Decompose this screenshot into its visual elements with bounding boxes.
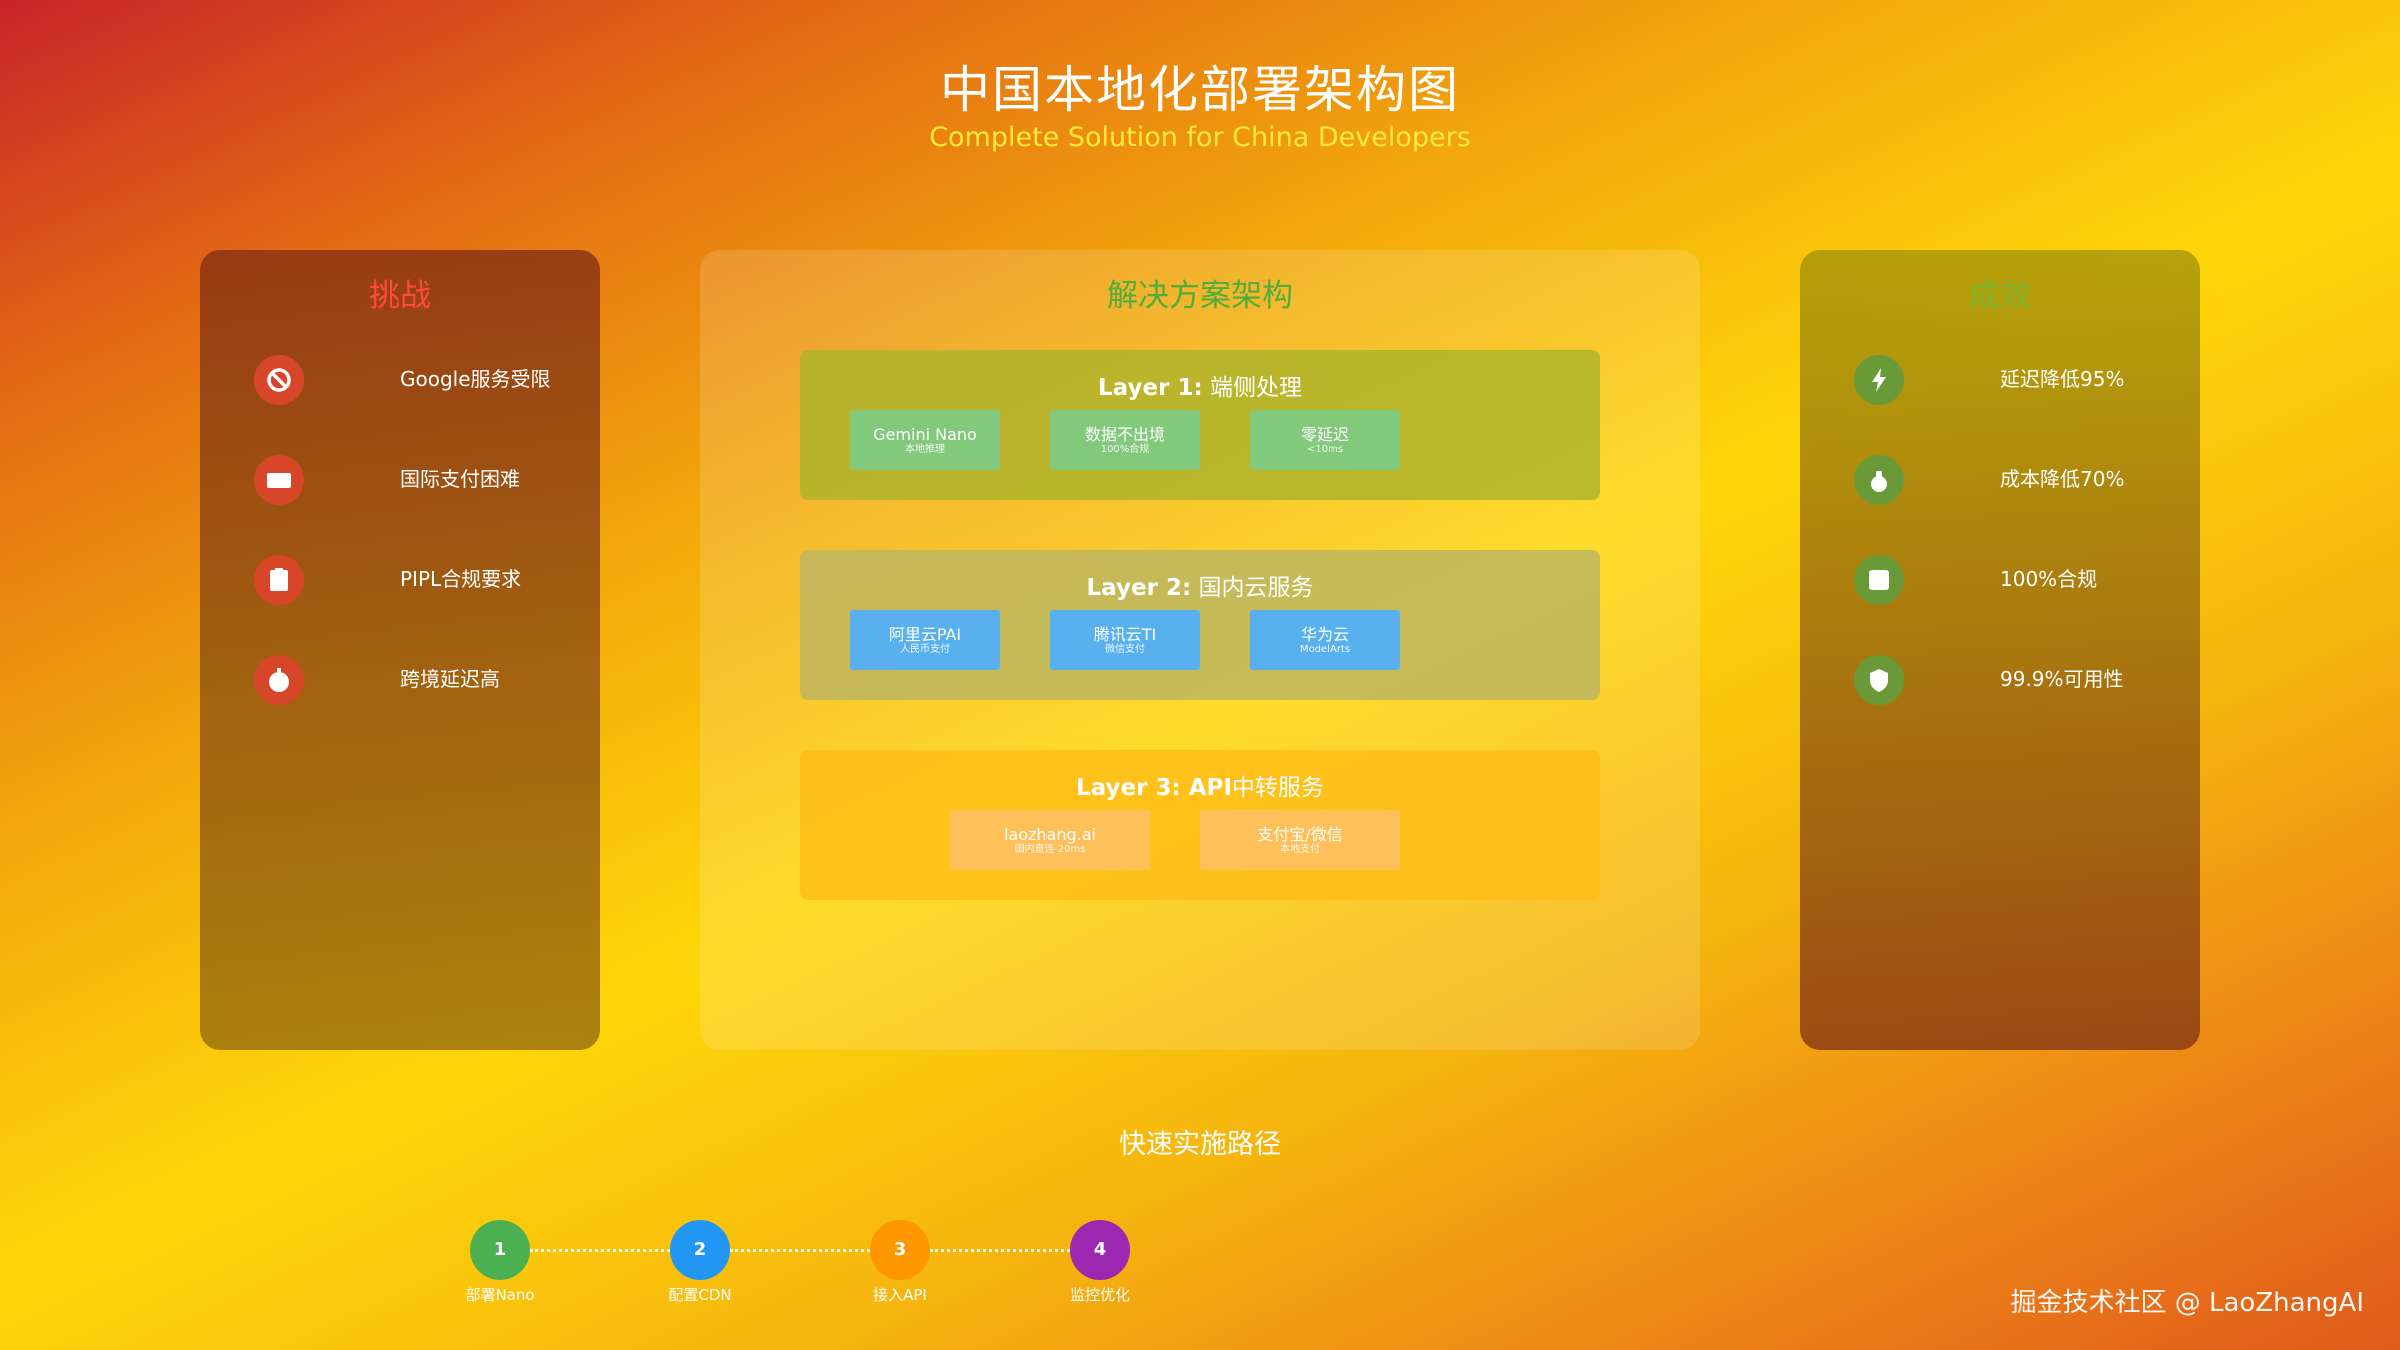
step-label: 部署Nano xyxy=(465,1286,535,1304)
step-circle: 4 xyxy=(1070,1220,1130,1280)
step-circle: 2 xyxy=(670,1220,730,1280)
result-label: 延迟降低95% xyxy=(2000,367,2125,391)
result-item: 100%合规 xyxy=(1800,550,2200,610)
layer-box: 零延迟<10ms xyxy=(1250,410,1400,470)
shield-icon xyxy=(1854,655,1904,705)
watermark: 掘金技术社区 @ LaoZhangAI xyxy=(2010,1288,2364,1318)
stopwatch-icon xyxy=(254,655,304,705)
layer-box: 支付宝/微信本地支付 xyxy=(1200,810,1400,870)
check-square-icon xyxy=(1854,555,1904,605)
ban-icon xyxy=(254,355,304,405)
path-connector xyxy=(730,1249,870,1252)
result-item: 99.9%可用性 xyxy=(1800,650,2200,710)
layer-title: Layer 2: 国内云服务 xyxy=(1086,575,1314,601)
step-label: 监控优化 xyxy=(1069,1286,1130,1304)
step-label: 配置CDN xyxy=(668,1286,732,1304)
step-label: 接入API xyxy=(873,1286,927,1304)
money-bag-icon xyxy=(1854,455,1904,505)
result-item: 成本降低70% xyxy=(1800,450,2200,510)
credit-card-icon xyxy=(254,455,304,505)
results-title: 成效 xyxy=(1969,278,2031,314)
challenge-item: 国际支付困难 xyxy=(200,450,600,510)
path-connector xyxy=(930,1249,1070,1252)
challenge-item: Google服务受限 xyxy=(200,350,600,410)
result-label: 成本降低70% xyxy=(2000,467,2125,491)
challenge-item: 跨境延迟高 xyxy=(200,650,600,710)
results-panel: 成效 延迟降低95% 成本降低70% 100%合规 99.9%可用性 xyxy=(1800,250,2200,1050)
page-subtitle: Complete Solution for China Developers xyxy=(929,122,1471,153)
step-circle: 1 xyxy=(470,1220,530,1280)
clipboard-icon xyxy=(254,555,304,605)
result-item: 延迟降低95% xyxy=(1800,350,2200,410)
solution-title: 解决方案架构 xyxy=(1107,278,1293,314)
challenge-label: PIPL合规要求 xyxy=(400,567,522,591)
challenges-title: 挑战 xyxy=(369,278,431,314)
challenges-panel: 挑战 Google服务受限 国际支付困难 PIPL合规要求 跨境延迟高 xyxy=(200,250,600,1050)
challenge-item: PIPL合规要求 xyxy=(200,550,600,610)
challenge-label: 国际支付困难 xyxy=(400,467,520,491)
layer-title: Layer 1: 端侧处理 xyxy=(1098,375,1302,401)
path-connector xyxy=(530,1249,670,1252)
lightning-icon xyxy=(1854,355,1904,405)
result-label: 100%合规 xyxy=(2000,567,2098,591)
step-circle: 3 xyxy=(870,1220,930,1280)
result-label: 99.9%可用性 xyxy=(2000,667,2124,691)
layer-title: Layer 3: API中转服务 xyxy=(1076,775,1324,801)
path-title: 快速实施路径 xyxy=(1119,1129,1281,1160)
challenge-label: 跨境延迟高 xyxy=(400,667,500,691)
challenge-label: Google服务受限 xyxy=(400,367,551,391)
page-title: 中国本地化部署架构图 xyxy=(940,61,1460,119)
